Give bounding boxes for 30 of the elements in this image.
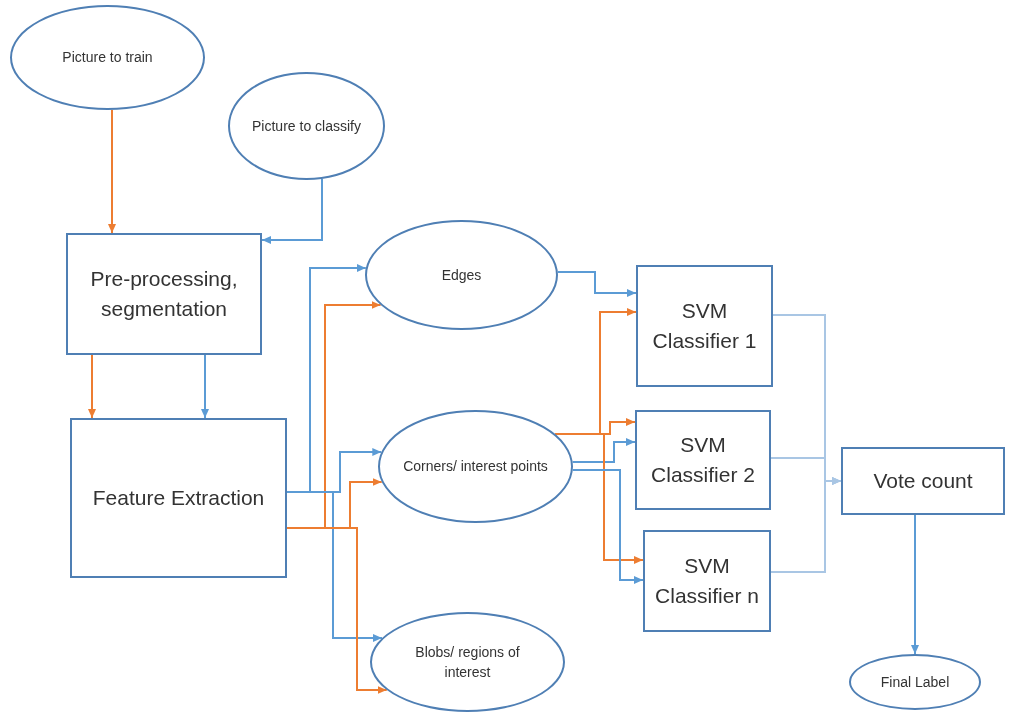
node-label: Blobs/ regions of interest bbox=[414, 642, 521, 682]
arrow bbox=[770, 477, 842, 573]
node-label: SVM Classifier 2 bbox=[650, 431, 756, 488]
node-label: Final Label bbox=[880, 672, 950, 692]
arrow bbox=[201, 354, 209, 419]
arrow bbox=[108, 108, 116, 234]
arrow bbox=[88, 354, 96, 419]
node-label: Feature Extraction bbox=[92, 484, 265, 511]
arrow bbox=[286, 527, 388, 694]
arrow bbox=[286, 491, 383, 642]
arrow bbox=[911, 514, 919, 655]
node-label: SVM Classifier n bbox=[654, 552, 760, 609]
node-label: Edges bbox=[441, 265, 482, 285]
process-box bbox=[636, 265, 773, 387]
arrow bbox=[261, 177, 323, 244]
node-label: Picture to classify bbox=[252, 116, 361, 136]
process-box bbox=[643, 530, 771, 632]
arrow bbox=[554, 433, 644, 564]
node-label: Vote count bbox=[873, 467, 973, 494]
node-label: Pre-processing, segmentation bbox=[89, 265, 239, 322]
arrow bbox=[571, 469, 644, 584]
process-box bbox=[841, 447, 1005, 515]
arrow bbox=[556, 271, 637, 297]
arrow bbox=[571, 438, 636, 463]
node-label: SVM Classifier 1 bbox=[651, 297, 758, 354]
process-box bbox=[66, 233, 262, 355]
process-box bbox=[70, 418, 287, 578]
node-label: Corners/ interest points bbox=[403, 457, 548, 477]
process-box bbox=[635, 410, 771, 510]
node-label: Picture to train bbox=[62, 48, 153, 68]
